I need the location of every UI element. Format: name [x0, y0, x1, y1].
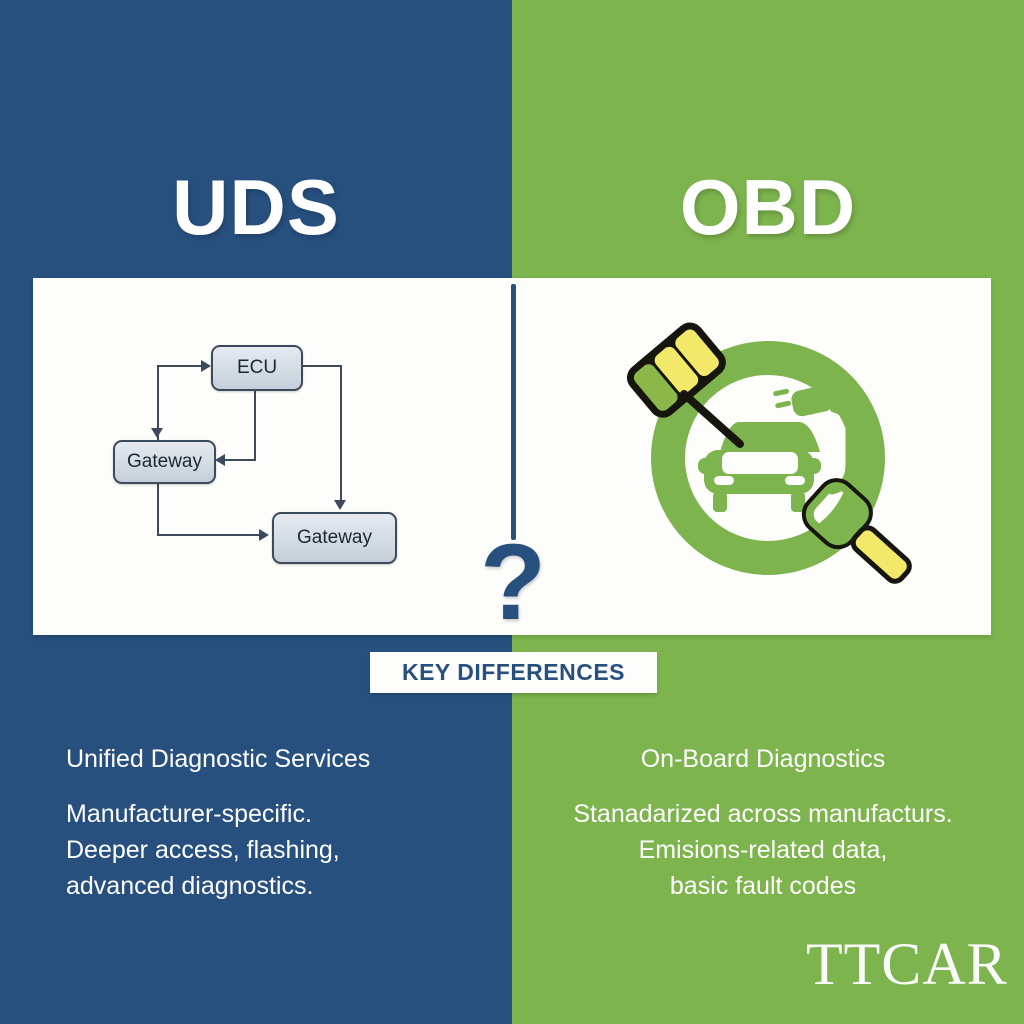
heading-uds: UDS: [172, 162, 340, 251]
node-label: Gateway: [297, 527, 372, 548]
arrowhead-into-ecu: [201, 360, 211, 372]
edge-ecu-down: [254, 387, 256, 461]
edge-ecu-to-gw2: [340, 365, 342, 500]
edge-gw1-to-gw2: [157, 534, 260, 536]
edge-gw1-to-ecu: [157, 365, 202, 367]
uds-body: Manufacturer-specific. Deeper access, fl…: [66, 800, 340, 900]
edge-gw1-down: [157, 480, 159, 535]
diagram-node-gateway-1: Gateway: [113, 440, 216, 484]
uds-network-diagram: ECU Gateway Gateway: [33, 278, 503, 635]
arrowhead-into-gw2-top: [334, 500, 346, 510]
center-divider: [511, 284, 516, 540]
arrowhead-into-gw1-right: [215, 454, 225, 466]
edge-ecu-right: [299, 365, 342, 367]
question-mark-icon: ?: [480, 521, 546, 642]
node-label: ECU: [236, 357, 278, 378]
diagram-node-ecu: ECU: [211, 345, 303, 391]
heading-obd: OBD: [679, 162, 857, 251]
obd-subtitle: On-Board Diagnostics: [640, 745, 886, 773]
edge-gw1-up: [157, 366, 159, 458]
key-differences-badge: KEY DIFFERENCES: [370, 652, 657, 693]
uds-description: Unified Diagnostic Services Manufacturer…: [66, 745, 466, 904]
uds-subtitle: Unified Diagnostic Services: [66, 745, 371, 773]
obd-body: Stanadarized across manufacturs. Emision…: [573, 800, 953, 900]
arrowhead-into-gw1-top: [151, 428, 163, 438]
diagram-node-gateway-2: Gateway: [272, 512, 397, 564]
obd-description: On-Board Diagnostics Stanadarized across…: [548, 745, 978, 904]
edge-ecu-to-gw1: [225, 459, 255, 461]
node-label: Gateway: [127, 451, 202, 472]
arrowhead-into-gw2-left: [259, 529, 269, 541]
brand-watermark: TTCAR: [806, 931, 1008, 997]
car-diagnostics-magnifier-icon: [600, 310, 930, 600]
